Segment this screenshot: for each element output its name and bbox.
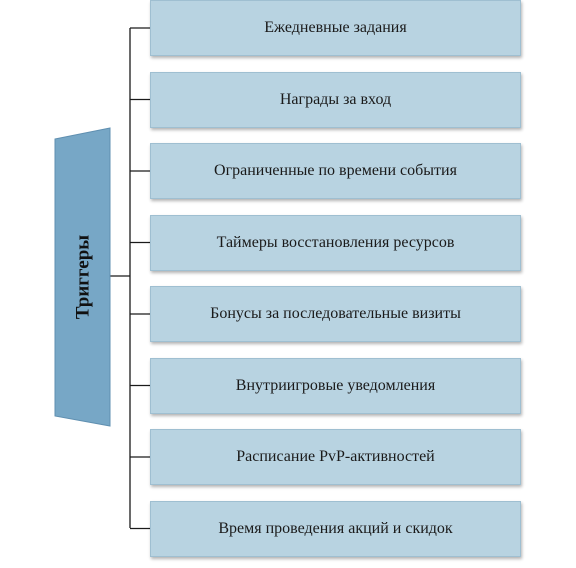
item-box-1: Ежедневные задания — [150, 0, 521, 56]
item-box-4: Таймеры восстановления ресурсов — [150, 214, 521, 271]
item-label-2: Награды за вход — [279, 90, 392, 108]
item-box-7: Расписание PvP-активностей — [150, 429, 521, 485]
item-box-8: Время проведения акций и скидок — [150, 500, 521, 557]
item-box-3: Ограниченные по времени события — [150, 143, 521, 199]
item-label-3: Ограниченные по времени события — [214, 162, 457, 179]
branch-lines — [130, 27, 150, 530]
item-label-7: Расписание PvP-активностей — [236, 448, 435, 465]
connector-lines — [110, 27, 150, 530]
item-box-2: Награды за вход — [150, 71, 521, 128]
item-label-6: Внутриигровые уведомления — [235, 376, 436, 394]
item-label-8: Время проведения акций и скидок — [218, 519, 453, 537]
item-box-6: Внутриигровые уведомления — [150, 357, 521, 414]
item-label-5: Бонусы за последовательные визиты — [210, 305, 461, 322]
item-label-1: Ежедневные задания — [264, 19, 407, 36]
root-node-label: Триггеры — [72, 235, 93, 319]
root-node-shape — [54, 127, 111, 427]
item-box-5: Бонусы за последовательные визиты — [150, 286, 521, 342]
item-label-4: Таймеры восстановления ресурсов — [216, 233, 455, 251]
